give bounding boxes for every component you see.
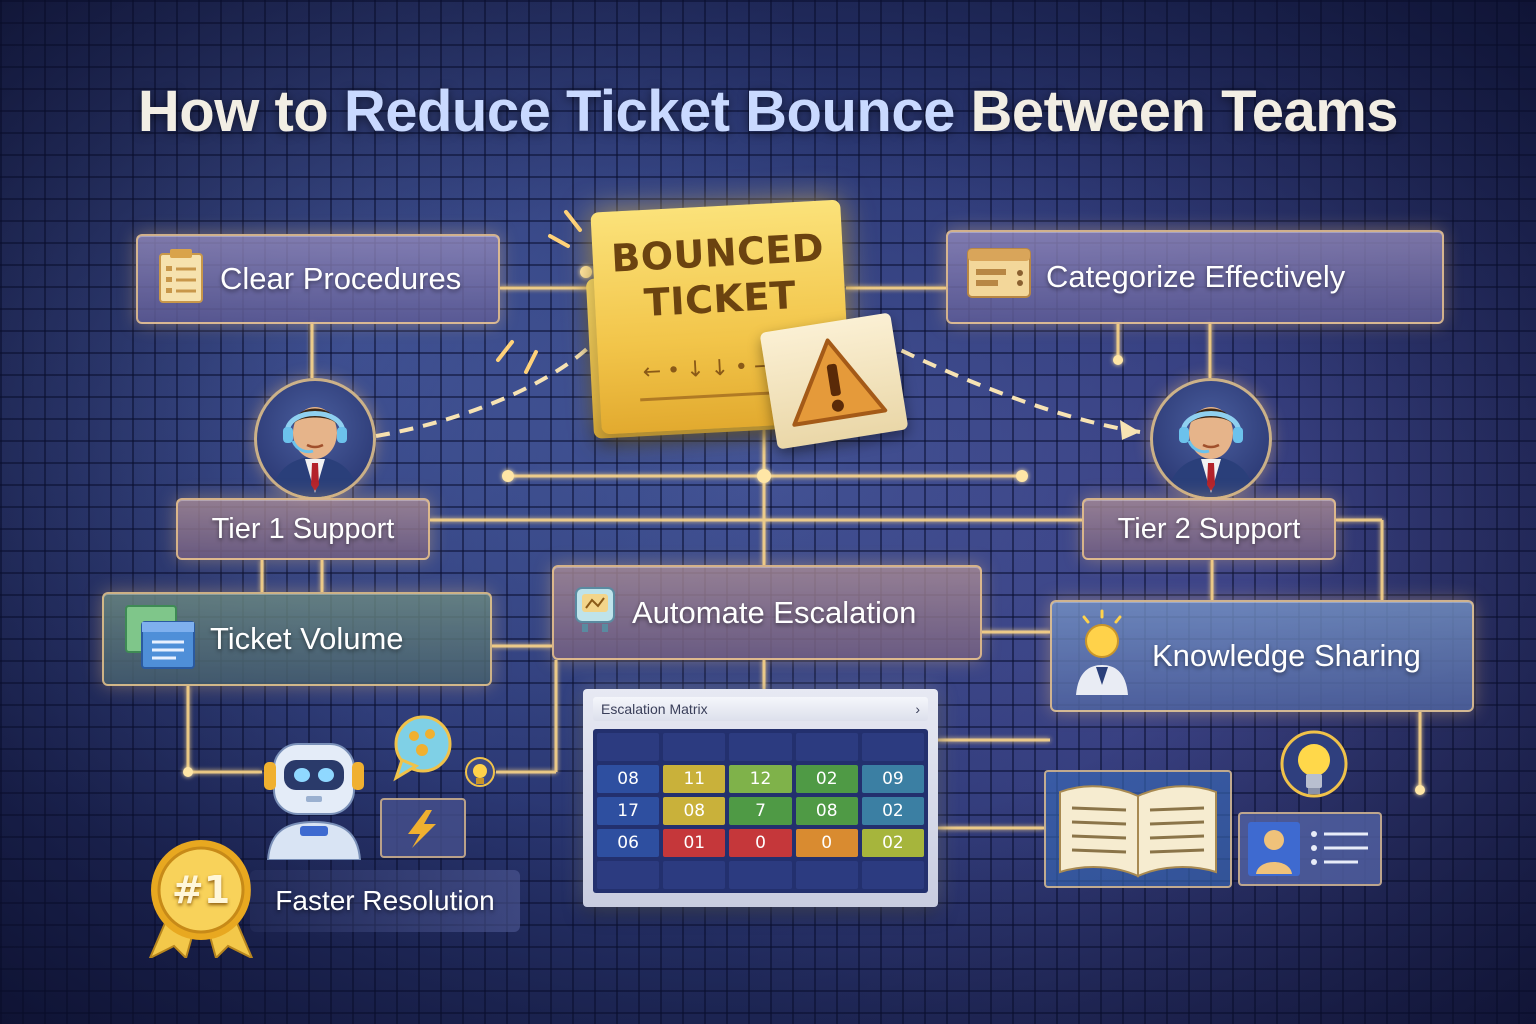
matrix-cell: 01 (663, 829, 726, 857)
categorize-label: Categorize Effectively (1046, 259, 1346, 294)
ticket-volume-card: Ticket Volume (102, 592, 492, 686)
matrix-cell: 7 (729, 797, 792, 825)
tier1-support-card: Tier 1 Support (176, 498, 430, 560)
matrix-footer-cell (597, 861, 660, 889)
ticket-volume-label: Ticket Volume (210, 621, 404, 656)
tier2-agent-avatar (1150, 378, 1272, 500)
tier1-support-label: Tier 1 Support (211, 512, 395, 545)
matrix-footer-cell (861, 861, 924, 889)
matrix-header-cell (663, 733, 726, 761)
tier1-agent-avatar (254, 378, 376, 500)
clear-procedures-label: Clear Procedures (220, 261, 462, 296)
page-title: How to Reduce Ticket Bounce Between Team… (137, 79, 1399, 144)
escalation-matrix-window: Escalation Matrix › 08 11 12 02 09 17 08… (583, 689, 938, 907)
matrix-footer-cell (663, 861, 726, 889)
automate-escalation-card: Automate Escalation (552, 565, 982, 660)
matrix-cell: 02 (861, 829, 924, 857)
checklist-icon (156, 246, 206, 312)
headset-agent-icon (1167, 407, 1255, 497)
matrix-cell: 08 (597, 765, 660, 793)
knowledge-sharing-label: Knowledge Sharing (1152, 638, 1421, 673)
chevron-right-icon[interactable]: › (915, 701, 920, 717)
matrix-cell: 09 (861, 765, 924, 793)
matrix-cell: 0 (795, 829, 858, 857)
matrix-cell: 02 (861, 797, 924, 825)
matrix-cell: 02 (795, 765, 858, 793)
profile-card-tile (1238, 812, 1382, 886)
matrix-cell: 0 (729, 829, 792, 857)
matrix-footer-cell (729, 861, 792, 889)
matrix-header-cell (729, 733, 792, 761)
chat-bubble-icon (392, 714, 454, 786)
robot-icon (264, 743, 364, 861)
categorize-card: Categorize Effectively (946, 230, 1444, 324)
tier2-support-card: Tier 2 Support (1082, 498, 1336, 560)
matrix-cell: 08 (795, 797, 858, 825)
matrix-title: Escalation Matrix (601, 701, 708, 717)
lightning-tile-icon (380, 798, 466, 858)
ticket-arrows: ←•↓↓•→ (642, 353, 779, 386)
tier2-support-label: Tier 2 Support (1117, 512, 1301, 545)
matrix-cell: 12 (729, 765, 792, 793)
first-place-ribbon-icon (148, 840, 254, 958)
robot-assistant (248, 730, 388, 861)
matrix-cell: 06 (597, 829, 660, 857)
matrix-footer-cell (795, 861, 858, 889)
matrix-cell: 08 (663, 797, 726, 825)
warning-note (759, 312, 909, 450)
idea-person-icon (1066, 607, 1138, 705)
open-book-tile (1044, 770, 1232, 888)
automate-escalation-label: Automate Escalation (632, 594, 917, 630)
folder-card-icon (966, 245, 1032, 309)
small-lightbulb-icon (462, 756, 498, 800)
stacked-documents-icon (124, 600, 196, 678)
matrix-title-bar: Escalation Matrix › (593, 697, 928, 721)
open-book-icon (1059, 785, 1217, 878)
headset-agent-icon (271, 407, 359, 497)
automation-device-icon (572, 584, 618, 642)
matrix-header-cell (597, 733, 660, 761)
badge-number: #1 (171, 868, 231, 912)
ticket-label: BOUNCED TICKET (610, 225, 826, 325)
clear-procedures-card: Clear Procedures (136, 234, 500, 324)
profile-card-icon (1248, 822, 1368, 876)
knowledge-sharing-card: Knowledge Sharing (1050, 600, 1474, 712)
matrix-cell: 17 (597, 797, 660, 825)
faster-resolution-label: Faster Resolution (250, 870, 520, 932)
large-lightbulb-icon (1274, 730, 1354, 818)
matrix-header-cell (861, 733, 924, 761)
matrix-header-cell (795, 733, 858, 761)
matrix-cell: 11 (663, 765, 726, 793)
warning-triangle-icon (792, 338, 888, 427)
matrix-grid: 08 11 12 02 09 17 08 7 08 02 06 01 0 0 0… (593, 729, 928, 893)
